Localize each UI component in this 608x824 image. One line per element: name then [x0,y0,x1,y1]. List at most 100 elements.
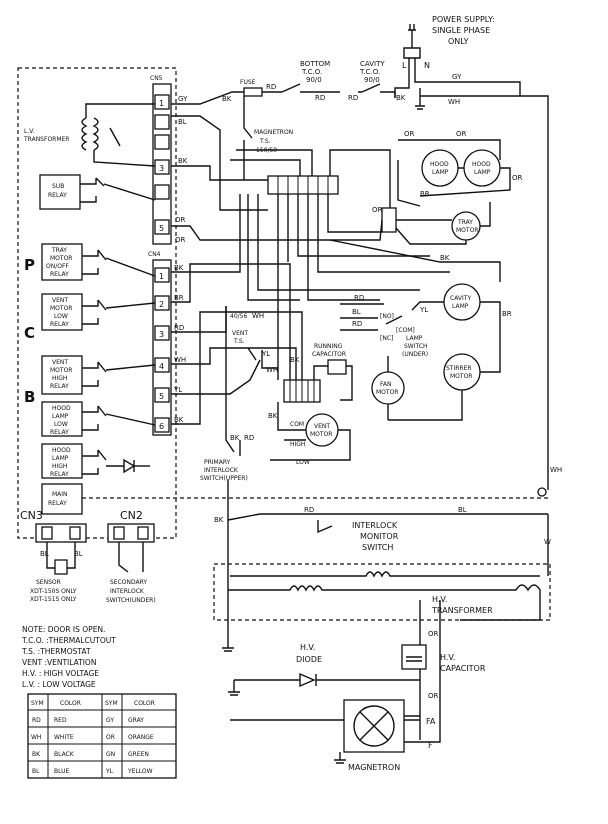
hood-lamp-2-l2: LAMP [474,169,491,176]
hv-diode-l1: H.V. [300,643,315,652]
main-relay-box [41,483,83,515]
lv-coil-right [92,117,99,151]
lamp-switch-l3: (UNDER) [402,351,428,358]
lamp-switch-com: [COM] [396,327,415,334]
wire-bk-cavity: BK [396,94,406,102]
tray-relay-l3: ON/OFF [46,263,69,270]
wire-rd-tco: RD [315,94,325,102]
cavity-lamp-icon [443,283,481,321]
table-row: RD [32,717,41,724]
monitor-l3: SWITCH [362,543,393,552]
vent-ts: 40/56 VENT T.S. WH YL [230,312,278,369]
cn4-connector [152,259,172,436]
cn4-pin6: 6 [159,422,164,431]
interlock-monitor: RD BL INTERLOCK MONITOR SWITCH WH W [227,466,562,552]
lamp-switch-nc: [NC] [380,335,393,342]
wire-br-hood: BR [420,190,430,198]
cn4-pin5-box [154,387,170,403]
wire-bk-lower: BK [214,516,224,524]
vent-ts-l3: T.S. [233,338,245,345]
note-3: VENT :VENTILATION [22,658,96,667]
magnetron-f: F [428,741,433,750]
vent-high-l1: VENT [52,359,68,366]
magnetron-ts-l1: MAGNETRON [254,129,293,136]
terminal-strip-right [381,207,397,233]
cn5-pin1-box [154,94,170,110]
wire-rd-monitor: RD [304,506,314,514]
tco-cavity-l2: T.C.O. [359,68,380,76]
vent-low-l4: RELAY [50,321,69,328]
wire-or-cap2: OR [428,692,439,700]
sub-relay-box [39,174,81,210]
table-row: YL [105,768,114,775]
cn5-pin1: 1 [159,99,164,108]
table-row: OR [106,734,115,741]
lamp-switch-l1: LAMP [406,335,423,342]
wire-rd-cn4: RD [174,324,184,332]
hood-low-l2: LAMP [52,413,69,420]
power-N: N [424,61,430,70]
hood-lamp-1-l2: LAMP [432,169,449,176]
cn2-label: CN2 [120,509,143,522]
fan-motor-icon [371,371,405,405]
sensor-bl-right: BL [74,550,83,558]
tco-bottom-l2: T.C.O. [301,68,322,76]
running-cap-l1: RUNNING [314,343,343,350]
plug-leads [408,58,416,70]
monitor-switch-icon [317,520,333,534]
tray-relay-l2: MOTOR [50,255,72,262]
hv-transformer-l1: H.V. [432,595,447,604]
table-row: YELLOW [127,768,153,775]
vent-high-l3: HIGH [52,375,67,382]
cn5-pin5-box [154,219,170,235]
wire-wh-vent-ts: WH [252,312,264,320]
table-row: GRAY [128,717,144,724]
hood-high-l1: HOOD [52,447,71,454]
lv-switch [109,127,121,147]
wire-label-gy-top: GY [452,73,462,81]
wire-N [414,70,549,490]
wire-wh-right: WH [550,466,562,474]
primary-l1: PRIMARY [204,459,231,466]
primary-coil [230,571,540,578]
wire-or-hood2: OR [456,130,467,138]
power-supply-line3: ONLY [448,37,469,46]
vent-low-l3: LOW [54,313,68,320]
vent-com: COM [290,421,304,428]
wire-or-cn5: OR [175,216,186,224]
wire-or-hood3: OR [512,174,523,182]
th-0: SYM [31,700,44,707]
vent-high-contacts [82,361,156,387]
table-row: GY [106,717,114,724]
sensor-bl-left: BL [40,550,49,558]
vent-motor-l2: MOTOR [310,431,332,438]
primary-l2: INTERLOCK [204,467,239,474]
wire-br-lamp: BR [502,310,512,318]
table-row: ORANGE [128,734,154,741]
cn5-pinx-box [154,134,170,150]
wire-rd-primary: RD [244,434,254,442]
vent-low-relay: VENT MOTOR LOW RELAY [41,293,156,331]
top-wire [171,91,396,105]
cn4-pin3-box [154,325,170,341]
center-terminal-block [267,175,397,403]
hood-lamps: OR OR HOOD LAMP HOOD LAMP OR BR OR [372,130,523,214]
lv-leads [85,103,156,167]
cavity-lamp-l2: LAMP [452,303,469,310]
fan-motor-l1: FAN [380,381,392,388]
tco-cavity-l1: CAVITY [360,60,385,68]
table-row: GREEN [128,751,149,758]
tco-bottom-l1: BOTTOM [300,60,330,68]
cn4-pin1: 1 [159,272,164,281]
hood-high-l2: LAMP [52,455,69,462]
power-supply-line2: SINGLE PHASE [432,26,490,35]
vent-motor-l1: VENT [314,423,330,430]
th-2: SYM [105,700,118,707]
table-row: BLUE [54,768,70,775]
fan-motor-l2: MOTOR [376,389,398,396]
tco-bottom-l3: 90/0 [306,76,322,84]
note-5: L.V. : LOW VOLTAGE [22,680,96,689]
cn5-pin3: 3 [159,164,164,173]
wire-or-hood1: OR [404,130,415,138]
lamp-switch-lever [385,315,403,325]
